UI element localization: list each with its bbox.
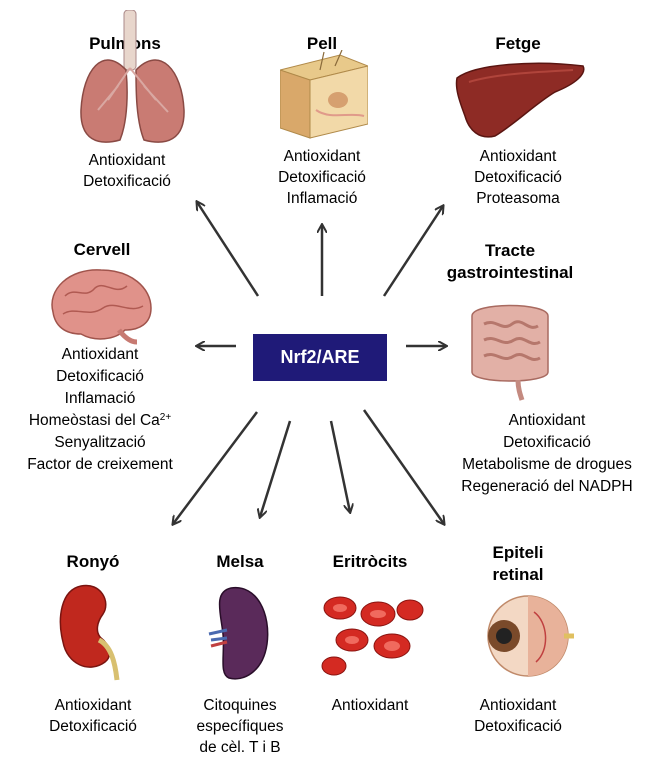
cervell-line-4-text: Homeòstasi del Ca [29,412,160,429]
intestine-icon [462,296,558,402]
ca-superscript: 2+ [160,412,171,423]
epiteli-line-1: Antioxidant [452,695,584,717]
ronyo-line-2: Detoxificació [28,716,158,738]
arrow-to-eritrocits [331,421,350,512]
lungs-icon [78,10,188,150]
liver-icon [455,60,587,140]
cervell-line-1: Antioxidant [0,344,200,366]
pell-line-1: Antioxidant [256,146,388,168]
tracte-title-line-1: Tracte [430,241,590,261]
red-blood-cells-icon [318,590,426,680]
cervell-line-4: Homeòstasi del Ca2+ [0,410,200,432]
tracte-line-2: Detoxificació [435,432,653,454]
kidney-icon [55,582,125,682]
pulmons-line-1: Antioxidant [62,150,192,172]
arrow-to-pulmons [197,202,258,296]
epiteli-line-2: Detoxificació [452,716,584,738]
epiteli-title-line-2: retinal [470,565,566,585]
tracte-line-3: Metabolisme de drogues [435,454,653,476]
melsa-line-1: Citoquines [180,695,300,717]
ronyo-line-1: Antioxidant [28,695,158,717]
brain-icon [45,266,155,346]
tracte-line-1: Antioxidant [435,410,653,432]
cervell-line-5: Senyalització [0,432,200,454]
spleen-icon [205,584,275,684]
ronyo-title: Ronyó [48,552,138,572]
tracte-line-4: Regeneració del NADPH [435,476,653,498]
cervell-line-2: Detoxificació [0,366,200,388]
tracte-title-line-2: gastrointestinal [430,263,590,283]
nrf2-are-box: Nrf2/ARE [253,334,387,381]
melsa-title: Melsa [200,552,280,572]
arrow-to-melsa [260,421,290,517]
center-label: Nrf2/ARE [280,347,359,368]
melsa-line-3: de cèl. T i B [180,737,300,759]
arrow-to-epiteli [364,410,444,524]
melsa-line-2: específiques [180,716,300,738]
fetge-title: Fetge [468,34,568,54]
cervell-title: Cervell [52,240,152,260]
pulmons-line-2: Detoxificació [62,171,192,193]
eye-icon [474,592,574,682]
fetge-line-2: Detoxificació [452,167,584,189]
pell-line-3: Inflamació [256,188,388,210]
fetge-line-1: Antioxidant [452,146,584,168]
epiteli-title-line-1: Epiteli [470,543,566,563]
eritrocits-title: Eritròcits [315,552,425,572]
pell-line-2: Detoxificació [256,167,388,189]
eritrocits-line-1: Antioxidant [305,695,435,717]
cervell-line-6: Factor de creixement [0,454,200,476]
skin-icon [280,50,368,140]
fetge-line-3: Proteasoma [452,188,584,210]
cervell-line-3: Inflamació [0,388,200,410]
